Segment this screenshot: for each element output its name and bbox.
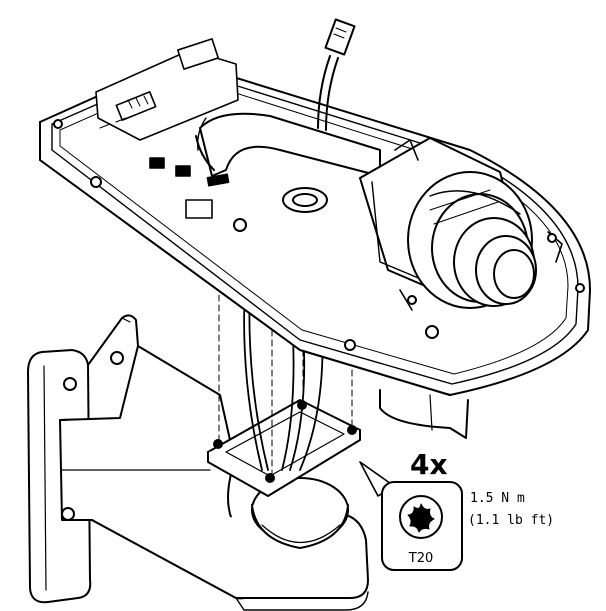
wall-hole-mid — [63, 377, 77, 391]
torque-imperial-label: (1.1 lb ft) — [468, 513, 554, 528]
conduit-pipe — [195, 112, 381, 213]
torque-metric-label: 1.5 N m — [470, 491, 525, 506]
bit-size-label: T20 — [408, 551, 433, 566]
torx-bit-callout: T20 — [381, 481, 463, 571]
rj45-plug-icon — [324, 18, 356, 56]
bracket-joint — [207, 399, 361, 549]
lens-assembly — [359, 137, 563, 311]
wall-bracket — [27, 314, 369, 611]
circuit-board — [95, 38, 239, 219]
wall-hole-lower — [61, 507, 75, 521]
torx-bit-icon — [407, 503, 435, 533]
wall-hole-upper — [110, 351, 124, 365]
network-cable — [317, 18, 356, 131]
screw-count-label: 4x — [410, 448, 448, 481]
